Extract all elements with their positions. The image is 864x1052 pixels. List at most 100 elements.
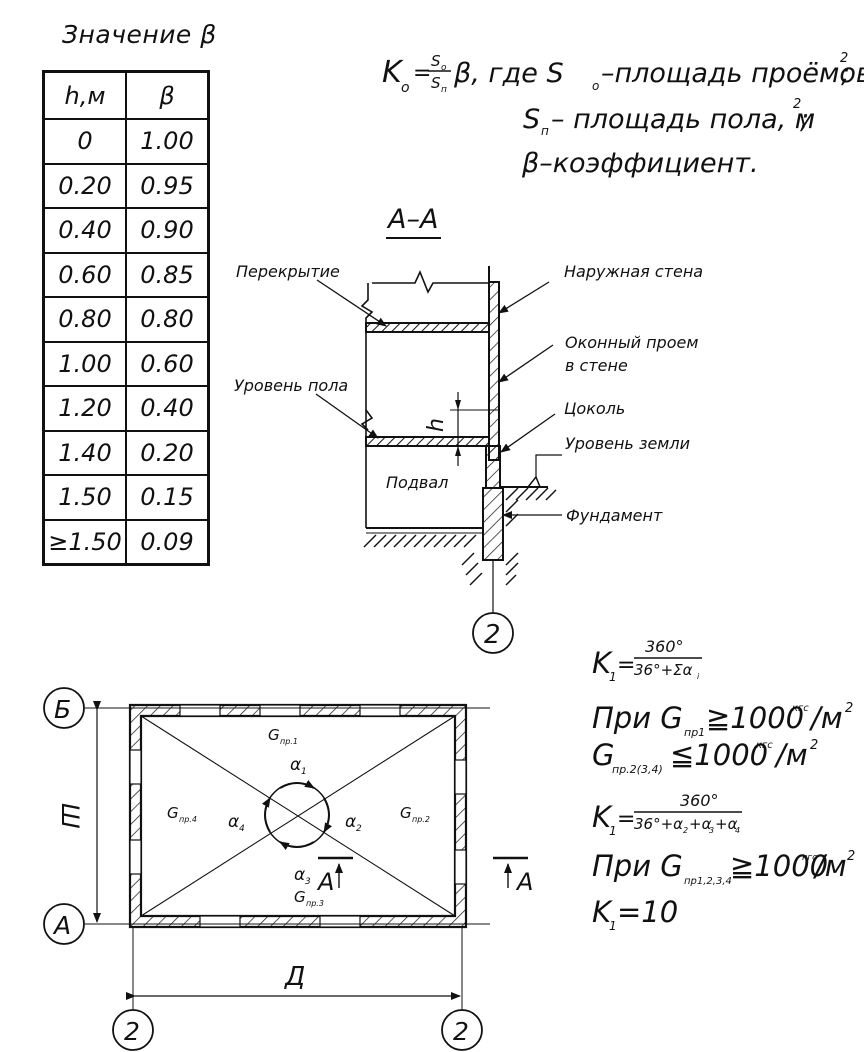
sp-tail: ; [800, 104, 809, 135]
floor-slab [365, 436, 490, 447]
window-label-2: в стене [565, 356, 628, 375]
cell-h: 0.20 [42, 162, 127, 209]
f3-lhs: K [592, 895, 613, 929]
cell-beta: 0.95 [125, 162, 210, 209]
a1-sub: 1 [301, 767, 307, 777]
cell-beta: 0.20 [125, 429, 210, 476]
window-label: Оконный проем [565, 333, 698, 352]
axis-2-label: 2 [484, 620, 501, 650]
c3-sup: кгс [802, 853, 817, 863]
dim-width-label: Ш [56, 803, 84, 829]
k0-denominator: S [431, 74, 441, 92]
a4-label: α [228, 812, 239, 832]
plan: G пр.1 G пр.2 G пр.3 G пр.4 α 1 α 2 α 3 … [43, 687, 533, 1051]
foundation-label: Фундамент [566, 506, 663, 525]
cell-h: 0 [42, 118, 127, 165]
header-beta: β [125, 70, 210, 120]
axis-a-label: А [52, 911, 71, 940]
left-break-line [360, 283, 374, 528]
ground-level-marker [527, 475, 541, 488]
k0-symbol: K [382, 55, 404, 90]
diagonal-2 [140, 715, 456, 917]
g4-sub: пр.4 [179, 815, 197, 824]
c2-sup2: 2 [810, 738, 818, 753]
outer-wall-leader [498, 281, 550, 314]
f3-rest: =10 [617, 895, 678, 929]
cut-a-left: А [316, 868, 334, 896]
sp-text: – площадь пола, м [551, 104, 815, 135]
a2-label: α [345, 812, 356, 832]
slab-leader [316, 279, 387, 327]
f2-den-s4: 4 [735, 826, 740, 835]
f2-den-p2: +α [715, 815, 738, 833]
c2-sub: пр.2(3,4) [612, 763, 663, 776]
axis-a-bubble [43, 903, 85, 945]
a3-label: α [294, 865, 305, 885]
h-dim-arrow-top [455, 400, 461, 410]
section-title: А–А [386, 204, 438, 235]
g1-sub: пр.1 [280, 737, 298, 746]
g4-label: G [167, 804, 179, 822]
ground-level-label: Уровень земли [565, 434, 690, 453]
plinth-leader [500, 413, 556, 453]
f3-sub: 1 [609, 919, 617, 933]
c3-text: При G [592, 849, 683, 883]
k0-tail: ; [841, 58, 850, 89]
section-a-a: А–А [234, 204, 703, 654]
k0-numerator: S [431, 52, 441, 70]
cut-a-right: А [515, 868, 533, 896]
table-header-row: h,м β [42, 70, 210, 120]
outer-wall-label: Наружная стена [564, 262, 703, 281]
f2-num: 360° [680, 791, 719, 810]
ground-level-leader [535, 454, 562, 477]
f2-den: 36°+α [634, 815, 683, 833]
sp-sup: 2 [793, 97, 801, 112]
f1-lhs: K [592, 646, 613, 680]
sp-sub: п [541, 124, 549, 138]
c2-unit: /м [773, 738, 808, 772]
k0-denominator-sub: п [441, 85, 447, 95]
axis-2-left-bubble [112, 1009, 154, 1051]
c2-value: ≦1000 [670, 738, 768, 772]
beta-coefficient-text: β–коэффициент. [521, 148, 759, 179]
beta-table-title: Значение β [62, 20, 217, 49]
k0-rest-sub: о [592, 79, 599, 93]
k0-rest: β, где S [453, 58, 564, 89]
cell-h: 0.40 [42, 207, 127, 254]
g3-label: G [294, 888, 306, 906]
f2-lhs-sub: 1 [609, 824, 617, 838]
angle-arrow-3 [279, 841, 315, 851]
floor-level-leader [315, 393, 379, 439]
slab-label: Перекрытие [236, 262, 340, 281]
angle-arrow-1 [279, 779, 315, 789]
cell-h: 0.80 [42, 296, 127, 343]
g3-sub: пр.3 [306, 899, 324, 908]
f1-equals: = [617, 653, 635, 678]
cell-h: 1.20 [42, 385, 127, 432]
sp-symbol: S [523, 104, 540, 135]
c1-text: При G [592, 701, 683, 735]
c1-unit: /м [808, 701, 843, 735]
a3-sub: 3 [305, 877, 311, 887]
f1-num: 360° [645, 637, 684, 656]
f1-den-sub: i [697, 672, 700, 681]
plinth-label: Цоколь [564, 399, 625, 418]
f2-den-s2: 2 [683, 826, 688, 835]
h-label: h [424, 418, 449, 432]
axis-2-right-label: 2 [453, 1017, 469, 1046]
basement-label: Подвал [386, 473, 448, 492]
f2-den-s3: 3 [709, 826, 714, 835]
axis-b-label: Б [54, 695, 71, 724]
cell-beta: 1.00 [125, 118, 210, 165]
floor-level-label: Уровень пола [234, 376, 348, 395]
cell-h: ≥1.50 [42, 518, 127, 566]
